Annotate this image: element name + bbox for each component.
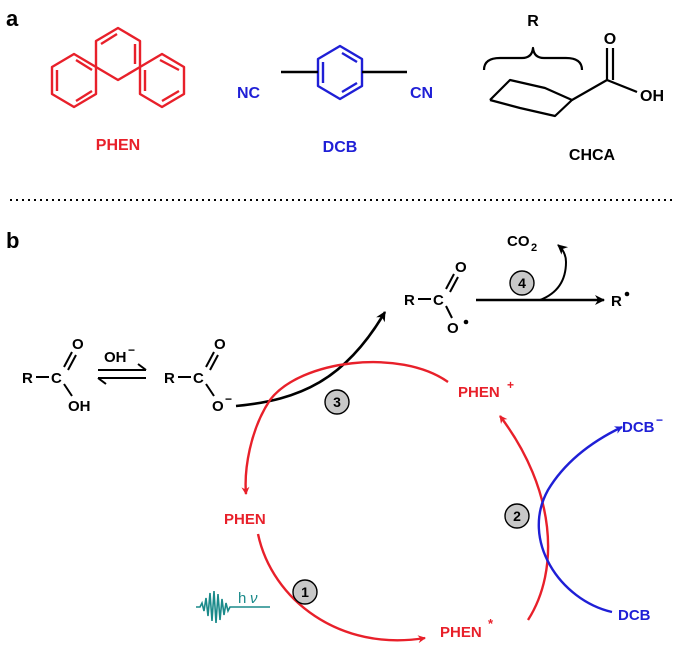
svg-text:OH: OH bbox=[104, 349, 127, 366]
phen-star-sup: * bbox=[488, 616, 494, 631]
svg-text:2: 2 bbox=[531, 242, 537, 254]
svg-text:O: O bbox=[455, 259, 467, 276]
phen-structure bbox=[50, 26, 186, 109]
svg-text:R: R bbox=[22, 370, 33, 387]
chca-structure bbox=[482, 46, 638, 118]
hv-nu: ν bbox=[250, 590, 258, 607]
chca-r-label: R bbox=[527, 13, 539, 30]
step-badge-2: 2 bbox=[504, 503, 530, 529]
svg-text:R: R bbox=[164, 370, 175, 387]
carboxylic-acid: R C O OH bbox=[22, 336, 91, 415]
svg-text:−: − bbox=[128, 343, 135, 357]
panel-label-b: b bbox=[6, 228, 19, 253]
equilibrium-arrows: OH − bbox=[97, 343, 147, 385]
svg-text:C: C bbox=[193, 370, 204, 387]
hv-h: h bbox=[238, 590, 246, 607]
decarboxylation: CO 2 R bbox=[476, 233, 630, 310]
phen-label-b: PHEN bbox=[224, 511, 266, 528]
dcb-minus-label: DCB bbox=[622, 419, 655, 436]
dcb-structure bbox=[281, 44, 407, 101]
phen-label: PHEN bbox=[96, 137, 140, 154]
light-wave-icon bbox=[196, 590, 270, 624]
step-badge-3: 3 bbox=[324, 389, 350, 415]
svg-text:1: 1 bbox=[301, 584, 309, 600]
svg-text:OH: OH bbox=[68, 398, 91, 415]
svg-text:C: C bbox=[51, 370, 62, 387]
dcb-nc-label: NC bbox=[237, 85, 261, 102]
svg-text:R: R bbox=[404, 292, 415, 309]
phen-plus-sup: + bbox=[507, 378, 514, 392]
svg-text:4: 4 bbox=[518, 275, 526, 291]
dcb-minus-sup: − bbox=[656, 413, 663, 427]
svg-text:C: C bbox=[433, 292, 444, 309]
svg-text:3: 3 bbox=[333, 394, 341, 410]
oxidation-arrow bbox=[235, 311, 387, 408]
catalytic-cycle bbox=[241, 360, 550, 644]
panel-label-a: a bbox=[6, 6, 19, 31]
phen-star-label: PHEN bbox=[440, 624, 482, 641]
carboxyl-radical: R C O O bbox=[404, 259, 469, 337]
svg-text:CO: CO bbox=[507, 233, 530, 250]
dcb-label-b: DCB bbox=[618, 607, 651, 624]
phen-plus-label: PHEN bbox=[458, 384, 500, 401]
chca-o-label: O bbox=[604, 31, 616, 48]
chca-oh-label: OH bbox=[640, 88, 664, 105]
chca-label: CHCA bbox=[569, 147, 616, 164]
svg-text:2: 2 bbox=[513, 508, 521, 524]
svg-text:−: − bbox=[225, 392, 232, 406]
svg-text:O: O bbox=[214, 336, 226, 353]
step-badge-4: 4 bbox=[509, 270, 535, 296]
step-badge-1: 1 bbox=[292, 579, 318, 605]
svg-text:R: R bbox=[611, 293, 622, 310]
dcb-reduction-arrow bbox=[537, 425, 623, 614]
dcb-cn-label: CN bbox=[410, 85, 433, 102]
svg-text:O: O bbox=[212, 398, 224, 415]
carboxylate: R C O O − bbox=[164, 336, 232, 415]
svg-text:O: O bbox=[72, 336, 84, 353]
dcb-label: DCB bbox=[323, 139, 358, 156]
svg-text:O: O bbox=[447, 320, 459, 337]
